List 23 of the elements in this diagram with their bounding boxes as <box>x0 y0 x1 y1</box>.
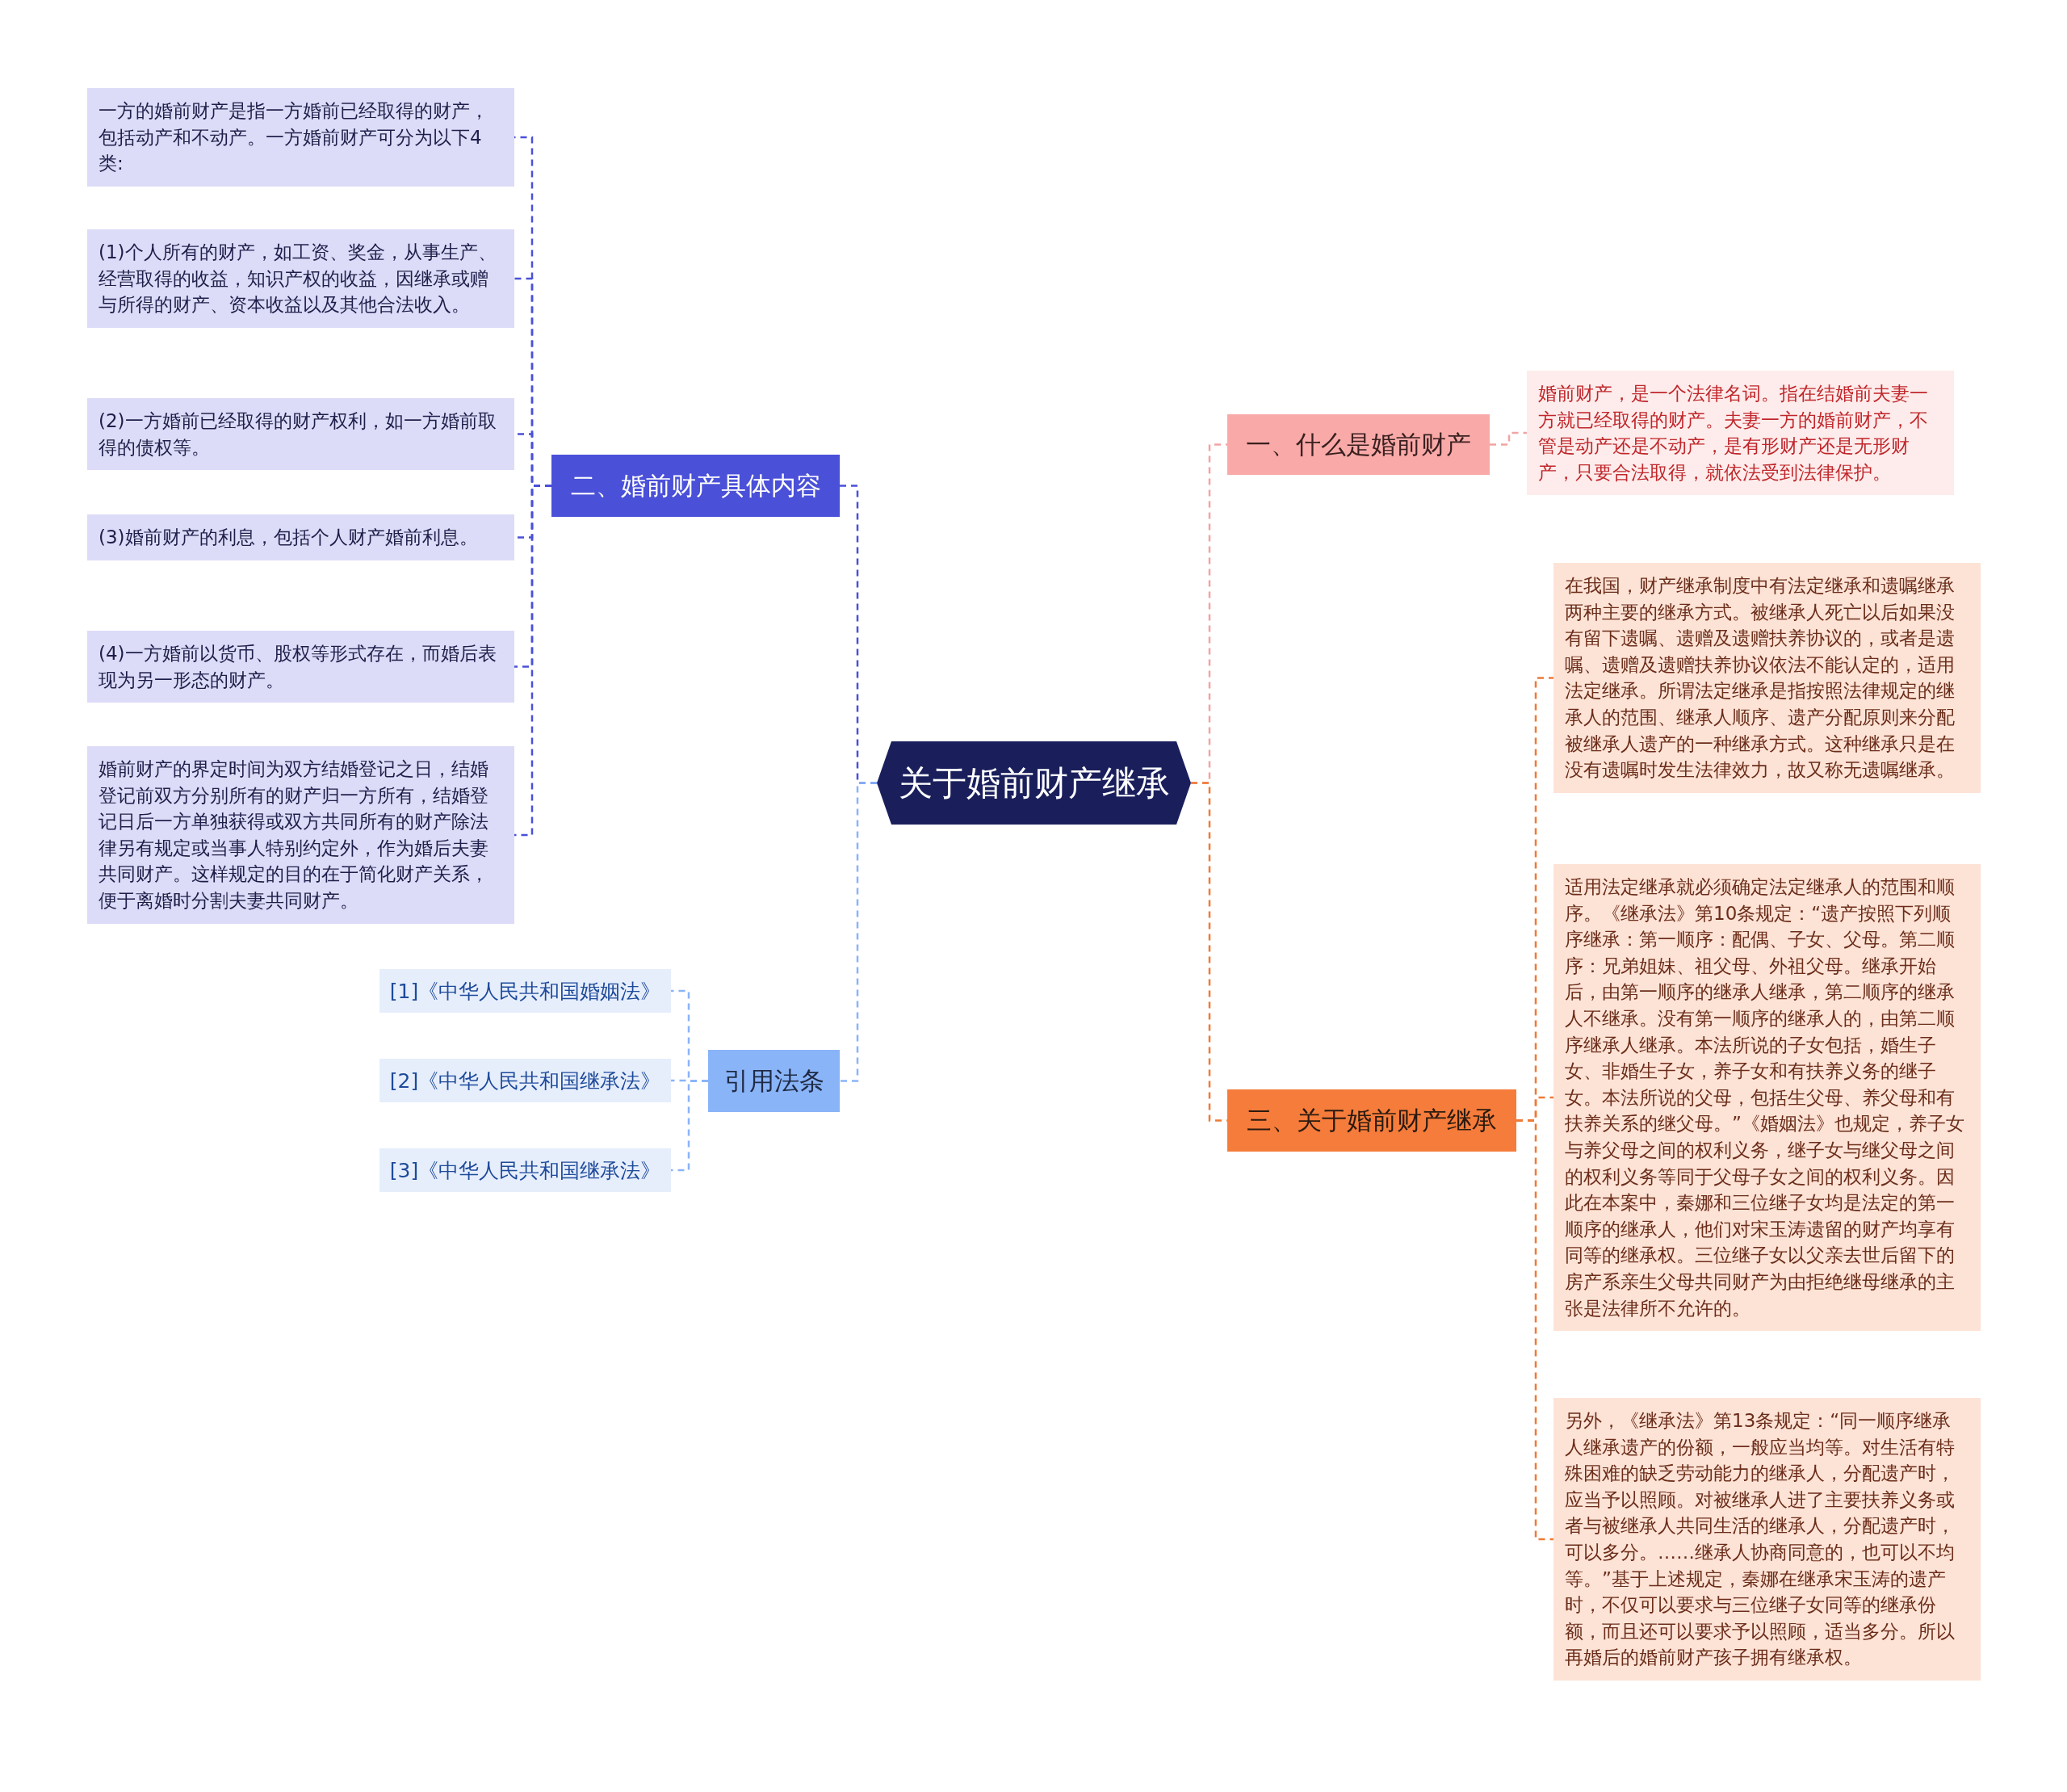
connector-line <box>1516 1119 1553 1541</box>
topic-box: 引用法条 <box>708 1050 840 1112</box>
text-box: 一方的婚前财产是指一方婚前已经取得的财产，包括动产和不动产。一方婚前财产可分为以下4类: <box>87 88 514 187</box>
topic-box: 三、关于婚前财产继承 <box>1227 1089 1516 1152</box>
reference-box: [2]《中华人民共和国继承法》 <box>379 1059 671 1102</box>
text-box: (3)婚前财产的利息，包括个人财产婚前利息。 <box>87 514 514 560</box>
reference-box: [1]《中华人民共和国婚姻法》 <box>379 969 671 1013</box>
text-box: 适用法定继承就必须确定法定继承人的范围和顺序。《继承法》第10条规定：“遗产按照下列顺序继承：第一顺序：配偶、子女、父母。第二顺序：兄弟姐妹、祖父母、外祖父母。继承开始后，由第一顺序的继承人继承，第二顺序的继承人不继承。没有第一顺序的继承人的，由第二顺序继承人继承。本法所说的子女包括，婚生子女、非婚生子女，养子女和有扶养义务的继子女。本法所说的父母，包括生父母、养父母和有扶养关系的继父母。”《婚姻法》也规定，养子女与养父母之间的权利义务，继子女与继父母之间的权利义务等同于父母子女之间的权利义务。因此在本案中，秦娜和三位继子女均是法定的第一顺序的继承人，他们对宋玉涛遗留的财产均享有同等的继承权。三位继子女以父亲去世后留下的房产系亲生父母共同财产为由拒绝继母继承的主张是法律所不允许的。 <box>1553 864 1981 1332</box>
text-box: 另外，《继承法》第13条规定：“同一顺序继承人继承遗产的份额，一般应当均等。对生活有特殊困难的缺乏劳动能力的继承人，分配遗产时，应当予以照顾。对被继承人进了主要扶养义务或者与被继承人共同生活的继承人，分配遗产时，可以多分。……继承人协商同意的，也可以不均等。”基于上述规定，秦娜在继承宋玉涛的遗产时，不仅可以要求与三位继子女同等的继承份额，而且还可以要求予以照顾，适当多分。所以再婚后的婚前财产孩子拥有继承权。 <box>1553 1398 1981 1681</box>
text-box: 婚前财产，是一个法律名词。指在结婚前夫妻一方就已经取得的财产。夫妻一方的婚前财产，不管是动产还是不动产，是有形财产还是无形财产，只要合法取得，就依法受到法律保护。 <box>1527 371 1954 496</box>
text-box: (4)一方婚前以货币、股权等形式存在，而婚后表现为另一形态的财产。 <box>87 631 514 703</box>
reference-box: [3]《中华人民共和国继承法》 <box>379 1148 671 1192</box>
text-box: 在我国，财产继承制度中有法定继承和遗嘱继承两种主要的继承方式。被继承人死亡以后如果没有留下遗嘱、遗赠及遗赠扶养协议的，或者是遗嘱、遗赠及遗赠扶养协议依法不能认定的，适用法定继承。所谓法定继承是指按照法律规定的继承人的范围、继承人顺序、遗产分配原则来分配被继承人遗产的一种继承方式。这种继承只是在没有遗嘱时发生法律效力，故又称无遗嘱继承。 <box>1553 563 1981 793</box>
text-box: (2)一方婚前已经取得的财产权利，如一方婚前取得的债权等。 <box>87 398 514 471</box>
connector-line <box>840 782 877 1082</box>
connector-line <box>1490 431 1527 446</box>
text-box: (1)个人所有的财产，如工资、奖金，从事生产、经营取得的收益，知识产权的收益，因继承或赠与所得的财产、资本收益以及其他合法收入。 <box>87 229 514 328</box>
central-topic: 关于婚前财产继承 <box>877 741 1191 825</box>
text-box: 婚前财产的界定时间为双方结婚登记之日，结婚登记前双方分别所有的财产归一方所有，结婚登记日后一方单独获得或双方共同所有的财产除法律另有规定或当事人特别约定外，作为婚后夫妻共同财产。这样规定的目的在于简化财产关系，便于离婚时分割夫妻共同财产。 <box>87 746 514 924</box>
connector-line <box>514 485 551 837</box>
topic-box: 一、什么是婚前财产 <box>1227 414 1490 475</box>
topic-box: 二、婚前财产具体内容 <box>551 455 840 517</box>
connector-line <box>671 1080 708 1172</box>
